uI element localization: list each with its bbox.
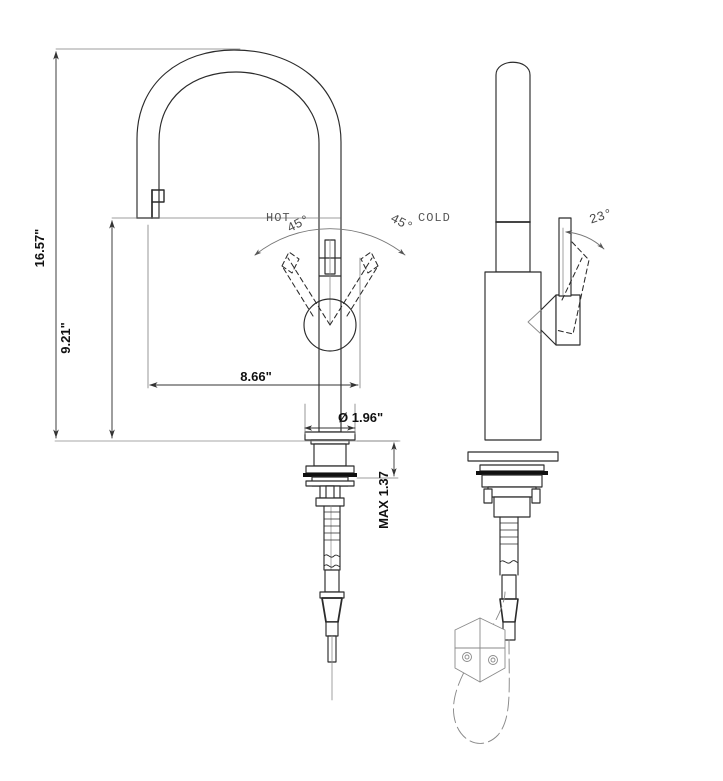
- angle-arc-front: [254, 228, 406, 256]
- label-hot: HOT: [266, 211, 291, 225]
- angle-cold: 45°: [388, 211, 416, 235]
- valve-body-side: [484, 271, 581, 441]
- handle-swing-positions: [281, 251, 379, 326]
- supply-inlet-front: [319, 569, 345, 701]
- label-cold: COLD: [418, 211, 451, 225]
- dim-spout-reach: 8.66": [240, 369, 271, 384]
- dim-spout-height: 9.21": [58, 322, 73, 353]
- angle-side-handle: 23°: [587, 206, 614, 227]
- angle-arc-side: [562, 227, 605, 296]
- gooseneck-spout: [136, 49, 342, 259]
- handle-swing-side: [555, 241, 590, 335]
- escutcheon-plate-front: [304, 431, 356, 445]
- escutcheon-plate-side: [467, 451, 559, 462]
- dimension-lines: [53, 48, 399, 479]
- mounting-assembly-front: [303, 443, 357, 507]
- mounting-assembly-side: [476, 464, 548, 518]
- spout-column-side: [495, 61, 531, 273]
- spout-tip-aerator: [136, 189, 165, 219]
- threaded-shank-side: [499, 516, 519, 641]
- dim-base-diameter: Ø 1.96": [338, 410, 383, 425]
- dim-overall-height: 16.57": [32, 229, 47, 268]
- threaded-shank-front: [323, 505, 341, 571]
- hose-weight-side: [454, 617, 506, 683]
- dim-max-deck-thickness: MAX 1.37: [376, 471, 391, 529]
- handle-swing-hot: [281, 251, 331, 326]
- handle-swing-cold: [329, 251, 379, 326]
